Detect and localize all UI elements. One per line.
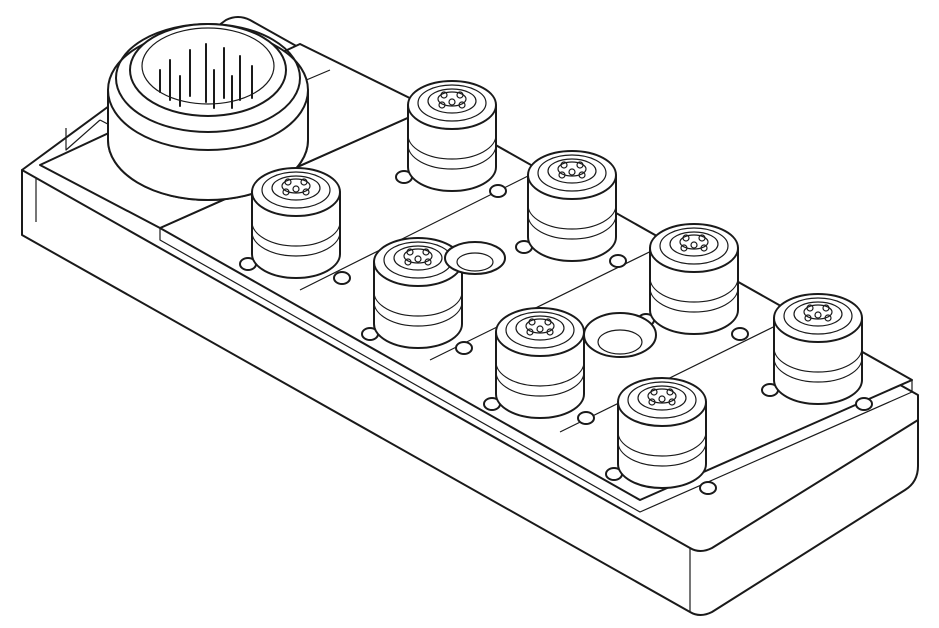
mounting-holes bbox=[444, 241, 657, 358]
multi-pin-circular-connector-icon bbox=[159, 43, 253, 109]
port-2 bbox=[515, 150, 627, 268]
m8-socket-icon bbox=[537, 154, 607, 192]
port-4 bbox=[761, 293, 873, 411]
port-6 bbox=[361, 237, 473, 355]
m8-socket-icon bbox=[627, 381, 697, 419]
port-group bbox=[239, 80, 873, 495]
port-1 bbox=[395, 80, 507, 198]
port-7 bbox=[483, 307, 595, 425]
port-5 bbox=[239, 167, 351, 285]
m8-socket-icon bbox=[417, 84, 487, 122]
main-connector bbox=[107, 23, 309, 201]
m8-socket-icon bbox=[783, 297, 853, 335]
m8-socket-icon bbox=[505, 311, 575, 349]
port-8 bbox=[605, 377, 717, 495]
m8-socket-icon bbox=[659, 227, 729, 265]
port-3 bbox=[637, 223, 749, 341]
m8-socket-icon bbox=[261, 171, 331, 209]
